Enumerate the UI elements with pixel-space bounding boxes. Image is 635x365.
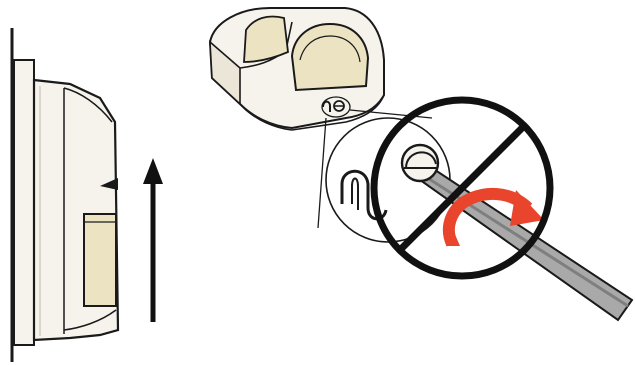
detector-icon (210, 8, 384, 130)
wall-mount-side-icon (12, 28, 118, 362)
screwdriver-icon (406, 160, 632, 320)
up-arrow-icon (143, 158, 163, 322)
screw-head (402, 145, 438, 181)
